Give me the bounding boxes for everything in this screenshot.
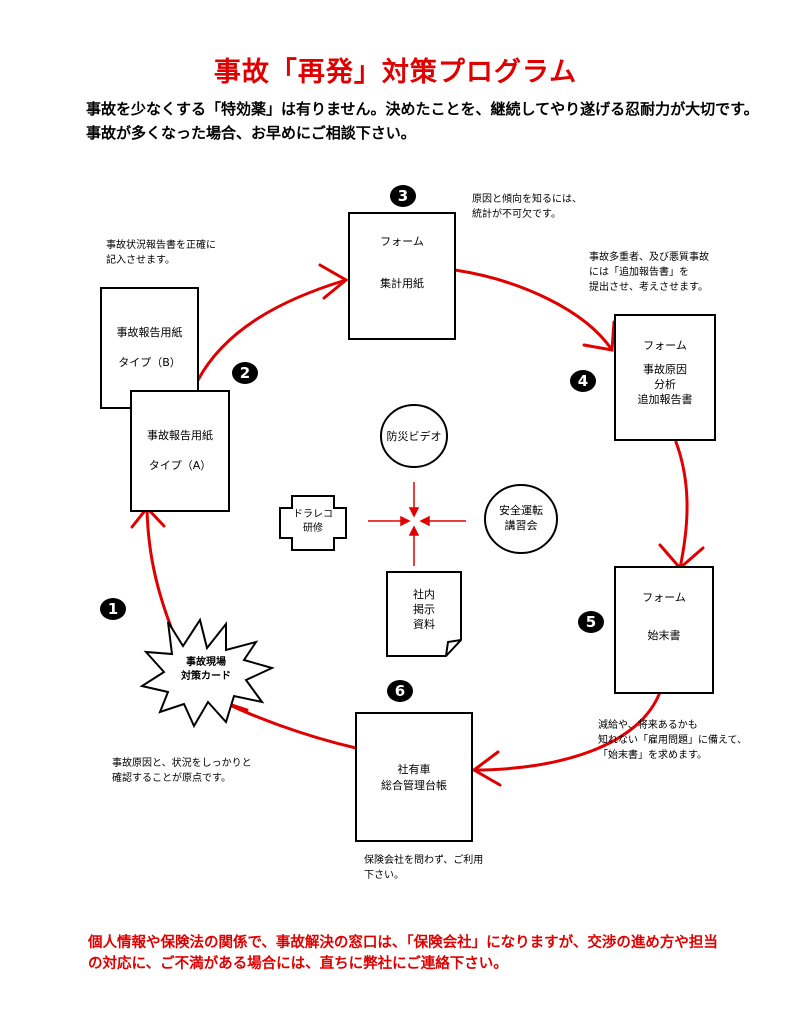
step-5-note-line-2: 知れない「雇用問題」に備えて、	[598, 735, 747, 746]
center-drarec-label: ドラレコ 研修	[280, 508, 346, 536]
step-3-form-label: フォーム	[380, 235, 424, 248]
step-5-form-name: 始末書	[647, 629, 681, 642]
step-4-note-line-3: 提出させ、考えさせます。	[589, 282, 708, 293]
step-4-number: 4	[570, 370, 596, 392]
step-1-note: 事故原因と、状況をしっかりと 確認することが原点です。	[112, 756, 252, 786]
step-1-label-line-2: 対策カード	[181, 671, 231, 682]
intro-line-1: 事故を少なくする「特効薬」は有りません。決めたことを、継続してやり遂げる忍耐力が…	[86, 100, 759, 118]
step-2-note: 事故状況報告書を正確に 記入させます。	[106, 238, 216, 268]
step-3-note-line-1: 原因と傾向を知るには、	[472, 194, 582, 205]
form-cause-analysis: フォーム 事故原因 分析 追加報告書	[614, 314, 716, 441]
form-a-name: 事故報告用紙	[147, 429, 213, 442]
center-course-label: 安全運転 講習会	[485, 503, 557, 533]
arrowhead-2-to-3	[318, 263, 349, 300]
form-b-type: タイプ（B）	[118, 356, 181, 369]
step-2-note-line-1: 事故状況報告書を正確に	[106, 240, 216, 251]
video-ellipse	[380, 404, 448, 468]
page-title: 事故「再発」対策プログラム	[213, 57, 578, 88]
step-3-number: 3	[390, 185, 416, 207]
form-a-type: タイプ（A）	[148, 459, 212, 472]
form-written-apology: フォーム 始末書	[614, 566, 714, 694]
arrow-1-to-2	[145, 506, 178, 642]
step-3-note-line-2: 統計が不可欠です。	[472, 209, 561, 220]
course-line-1: 安全運転	[499, 504, 543, 517]
arrow-2-to-3	[196, 278, 348, 382]
footer-line-1: 個人情報や保険法の関係で、事故解決の窓口は、「保険会社」になりますが、交渉の進め…	[88, 935, 718, 951]
starburst-shape	[139, 617, 275, 729]
step-5-note: 減給や、将来あるかも 知れない「雇用問題」に備えて、 「始末書」を求めます。	[598, 718, 747, 763]
step-4-note-line-2: には「追加報告書」を	[589, 267, 689, 278]
step-4-name-line-3: 追加報告書	[637, 393, 693, 406]
arrowhead-3-to-4	[582, 320, 616, 352]
arrow-5-to-6	[472, 690, 662, 772]
drarec-line-2: 研修	[303, 523, 323, 534]
step-4-note: 事故多重者、及び悪質事故 には「追加報告書」を 提出させ、考えさせます。	[589, 250, 709, 295]
step-4-note-line-1: 事故多重者、及び悪質事故	[589, 252, 709, 263]
cross-shape	[279, 495, 347, 551]
step-6-name-line-1: 社有車	[397, 763, 431, 776]
step-1-number: 1	[100, 598, 126, 620]
material-line-1: 社内	[413, 588, 435, 601]
drarec-line-1: ドラレコ	[293, 509, 333, 520]
step-1-card-label: 事故現場 対策カード	[166, 656, 246, 684]
arrow-3-to-4	[453, 268, 614, 352]
step-6-note-line-1: 保険会社を問わず、ご利用	[364, 855, 484, 866]
step-4-form-label: フォーム	[643, 339, 687, 352]
course-ellipse	[484, 484, 558, 554]
step-1-note-line-2: 確認することが原点です。	[112, 773, 231, 784]
arrow-4-to-5	[674, 440, 689, 570]
form-report-type-b: 事故報告用紙 タイプ（B）	[100, 287, 199, 409]
step-5-number: 5	[578, 611, 604, 633]
form-tally-sheet: フォーム 集計用紙	[348, 212, 456, 340]
form-vehicle-ledger: 社有車 総合管理台帳	[355, 712, 473, 842]
material-line-3: 資料	[413, 618, 435, 631]
arrowhead-5-to-6	[471, 750, 502, 787]
intro-line-2: 事故が多くなった場合、お早めにご相談下さい。	[86, 124, 416, 142]
step-4-name-line-1: 事故原因	[643, 363, 687, 376]
step-6-name-line-2: 総合管理台帳	[381, 779, 447, 792]
course-line-2: 講習会	[504, 519, 538, 532]
step-3-note: 原因と傾向を知るには、 統計が不可欠です。	[472, 192, 582, 222]
form-report-type-a: 事故報告用紙 タイプ（A）	[130, 390, 230, 512]
step-4-name-line-2: 分析	[654, 378, 676, 391]
step-5-note-line-3: 「始末書」を求めます。	[598, 750, 707, 761]
form-b-name: 事故報告用紙	[116, 326, 183, 339]
step-6-note-line-2: 下さい。	[364, 870, 404, 881]
material-line-2: 掲示	[413, 603, 435, 616]
document-shape	[386, 571, 462, 657]
step-1-label-line-1: 事故現場	[186, 657, 226, 668]
footer-line-2: の対応に、ご不満がある場合には、直ちに弊社にご連絡下さい。	[88, 956, 508, 972]
step-3-form-name: 集計用紙	[380, 277, 424, 290]
step-2-number: 2	[232, 362, 258, 384]
step-2-note-line-2: 記入させます。	[106, 255, 175, 266]
step-6-number: 6	[387, 680, 413, 702]
center-material-label: 社内 掲示 資料	[387, 587, 461, 632]
step-5-form-label: フォーム	[642, 591, 686, 604]
step-6-note: 保険会社を問わず、ご利用 下さい。	[364, 853, 483, 883]
step-1-note-line-1: 事故原因と、状況をしっかりと	[112, 758, 252, 769]
center-video-label: 防災ビデオ	[386, 430, 442, 443]
step-5-note-line-1: 減給や、将来あるかも	[598, 720, 698, 731]
